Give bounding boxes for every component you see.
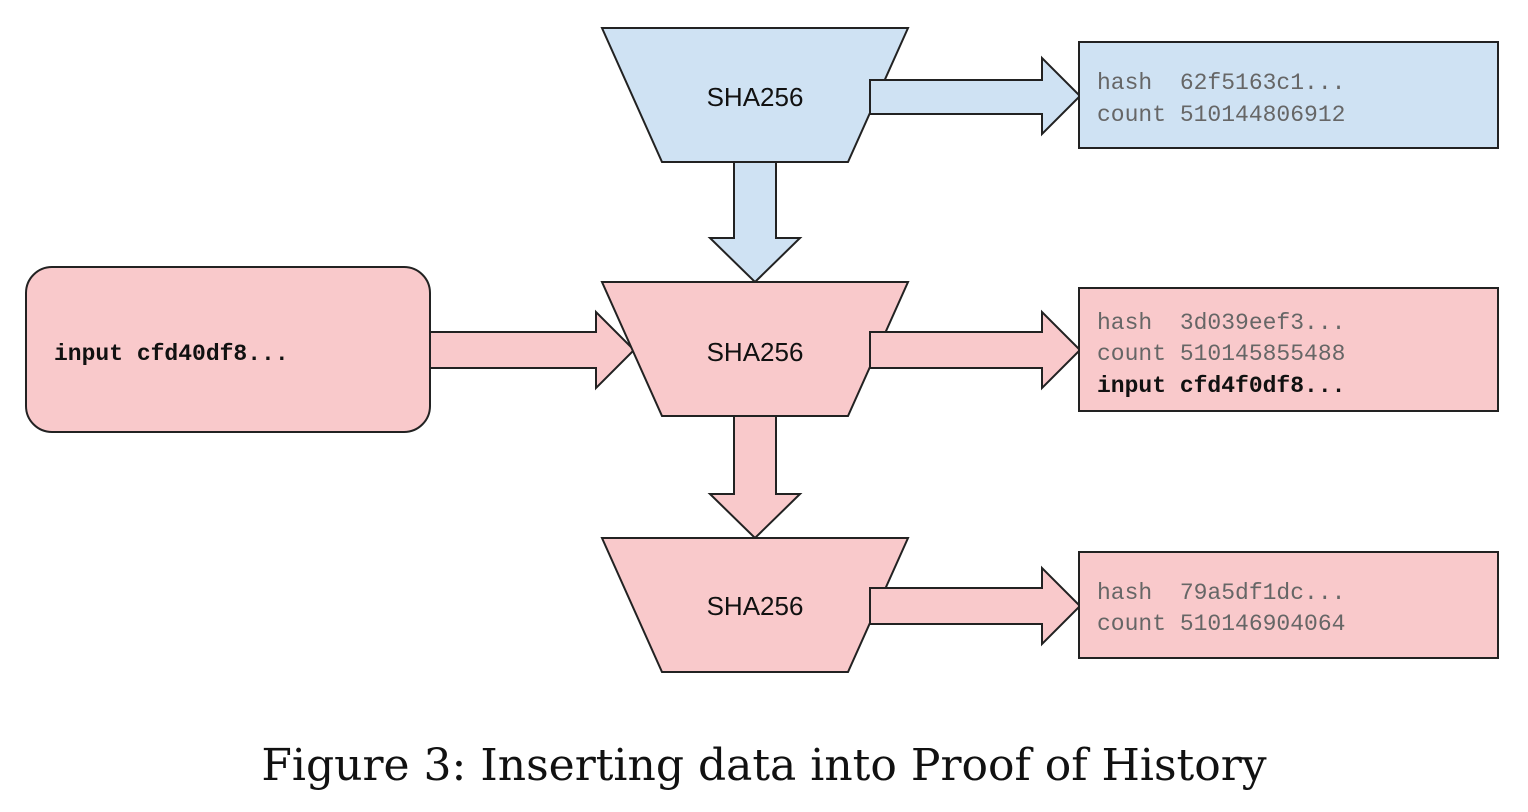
output-middle-hash: hash 3d039eef3... (1097, 310, 1345, 336)
output-middle-count: count 510145855488 (1097, 341, 1345, 367)
output-arrow-middle (869, 309, 1082, 391)
input-arrow (429, 309, 636, 391)
sha256-label-top: SHA256 (707, 82, 804, 112)
sha256-label-middle: SHA256 (707, 337, 804, 367)
output-bottom-hash: hash 79a5df1dc... (1097, 580, 1345, 606)
output-box-middle (1078, 287, 1499, 412)
output-bottom-count: count 510146904064 (1097, 611, 1345, 637)
output-box-top (1078, 41, 1499, 149)
output-box-bottom (1078, 551, 1499, 659)
sha256-hasher-middle (600, 281, 910, 417)
sha256-label-bottom: SHA256 (707, 591, 804, 621)
output-top-count: count 510144806912 (1097, 102, 1345, 128)
sha256-hasher-bottom (600, 537, 910, 673)
output-middle-input: input cfd4f0df8... (1097, 373, 1345, 399)
chain-arrow-blue (707, 161, 803, 284)
figure-caption: Figure 3: Inserting data into Proof of H… (261, 740, 1267, 791)
output-arrow-bottom (869, 565, 1082, 647)
input-data-label: input cfd40df8... (54, 341, 289, 367)
chain-arrow-pink (707, 415, 803, 540)
sha256-hasher-top (600, 27, 910, 163)
output-arrow-top (869, 55, 1082, 137)
output-top-hash: hash 62f5163c1... (1097, 70, 1345, 96)
